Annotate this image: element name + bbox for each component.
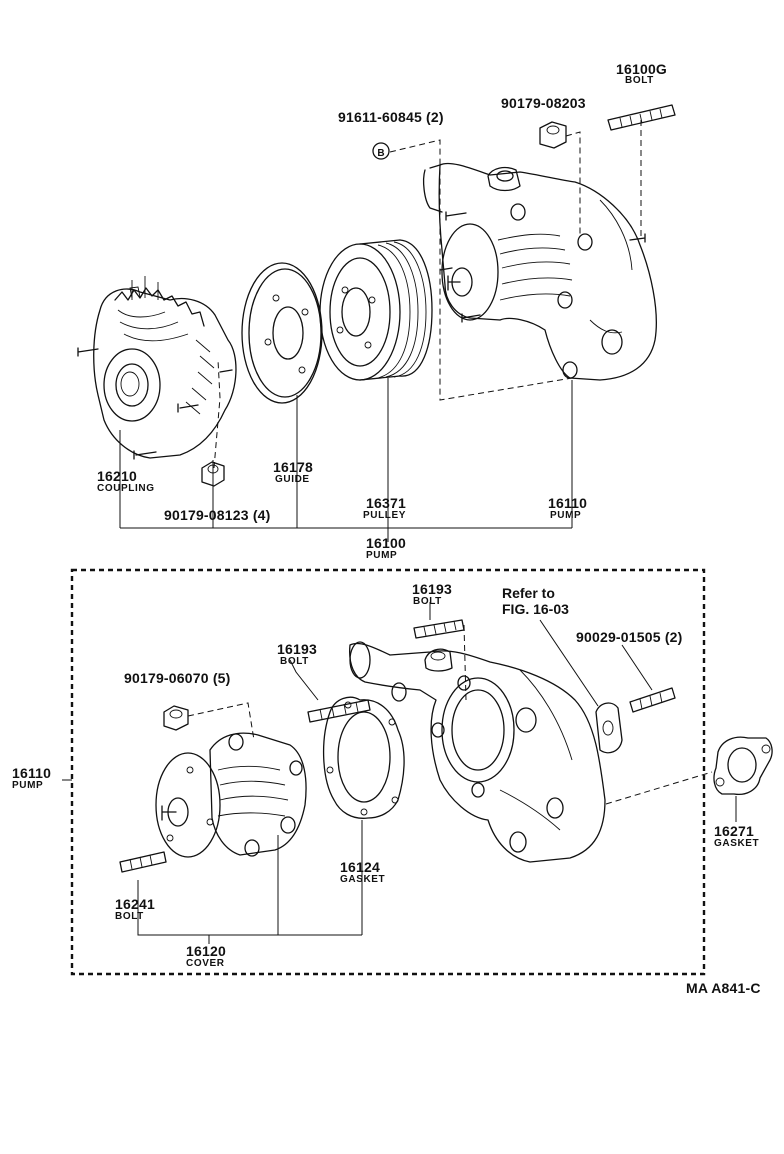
pump-bottom-name: PUMP [12, 780, 44, 791]
pulley-number: 16371 [366, 495, 406, 511]
gasket-side-number: 16271 [714, 823, 754, 839]
stud-part-number: 90029-01505 (2) [576, 629, 683, 645]
bolt-low-name: BOLT [115, 911, 144, 922]
bolt-16193-upper-drawing [413, 619, 465, 639]
gasket-16271-drawing [713, 736, 773, 796]
nut-coupling-part-number: 90179-08123 (4) [164, 507, 271, 523]
nut-90179-08203-drawing [539, 121, 567, 149]
guide-number: 16178 [273, 459, 313, 475]
refer-line-2: FIG. 16-03 [502, 601, 569, 617]
nut-top-part-number: 90179-08203 [501, 95, 586, 111]
figure-code: MA A841-C [686, 980, 761, 996]
pump-assy-name: PUMP [366, 550, 398, 561]
gasket-name: GASKET [340, 874, 386, 885]
washer-b-symbol: B [372, 142, 390, 160]
bolt-upper-name: BOLT [413, 596, 442, 607]
guide-name: GUIDE [275, 474, 310, 485]
pump-top-number: 16110 [548, 495, 588, 511]
gasket-16124-drawing [322, 696, 405, 819]
nut-cover-part-number: 90179-06070 (5) [124, 670, 231, 686]
bolt-upper-number: 16193 [412, 581, 452, 597]
bolt-16100g-number: 16100G [616, 61, 668, 77]
pump-assembly-frame [70, 568, 706, 976]
bolt-16193-mid-drawing [307, 699, 371, 723]
bolt-16100g-drawing [607, 104, 676, 131]
gasket-number: 16124 [340, 859, 380, 875]
water-pump-cover-body-drawing [349, 641, 606, 863]
bottom-leader-lines [62, 602, 737, 944]
water-pump-top-drawing [423, 162, 657, 381]
fan-guide-drawing [241, 262, 323, 404]
top-leader-lines [119, 120, 642, 542]
pulley-name: PULLEY [363, 510, 407, 521]
small-gasket-drawing [595, 702, 623, 754]
gasket-side-name: GASKET [714, 838, 760, 849]
bolt-16241-drawing [119, 851, 167, 873]
pulley-drawing [319, 239, 433, 381]
pump-bottom-number: 16110 [12, 765, 52, 781]
bolt-mid-name: BOLT [280, 656, 309, 667]
pump-top-name: PUMP [550, 510, 582, 521]
pump-assy-number: 16100 [366, 535, 406, 551]
cover-number: 16120 [186, 943, 226, 959]
svg-text:B: B [377, 148, 384, 159]
water-pump-16120-drawing [155, 732, 307, 858]
bolt-16100g-name: BOLT [625, 75, 654, 86]
bolt-mid-number: 16193 [277, 641, 317, 657]
fan-coupling-drawing [77, 276, 237, 460]
bolt-low-number: 16241 [115, 896, 155, 912]
refer-line-1: Refer to [502, 585, 555, 601]
coupling-name: COUPLING [97, 483, 155, 494]
coupling-number: 16210 [97, 468, 137, 484]
washer-part-number: 91611-60845 (2) [338, 109, 444, 125]
stud-90029-01505-drawing [629, 687, 676, 713]
nut-90179-06070-drawing [163, 705, 189, 731]
cover-name: COVER [186, 958, 225, 969]
